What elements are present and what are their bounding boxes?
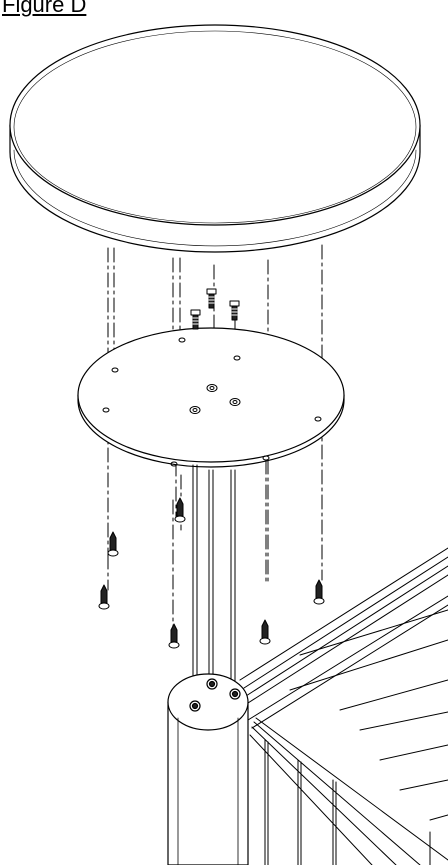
upper-screws bbox=[190, 288, 240, 330]
table-top bbox=[9, 24, 421, 253]
post-top bbox=[167, 673, 249, 731]
screw-upper-3 bbox=[190, 309, 201, 330]
post-holes bbox=[189, 678, 241, 712]
mounting-plate-surface bbox=[77, 327, 345, 463]
screw-upper-1 bbox=[206, 288, 217, 309]
wood-screw-6 bbox=[259, 619, 271, 645]
screw-upper-2 bbox=[229, 300, 240, 321]
lower-screws bbox=[98, 497, 325, 649]
side-rail-assembly bbox=[239, 547, 448, 865]
wood-screw-3 bbox=[98, 584, 110, 610]
plate-holes bbox=[102, 337, 322, 467]
center-guide bbox=[192, 464, 236, 691]
wood-screw-1 bbox=[174, 497, 186, 523]
table-top-surface bbox=[9, 24, 421, 226]
post-body bbox=[167, 701, 249, 865]
mounting-plate bbox=[77, 327, 345, 468]
wood-screw-2 bbox=[107, 531, 119, 557]
wood-screw-5 bbox=[168, 623, 180, 649]
support-post bbox=[167, 673, 249, 865]
figure-title: Figure D bbox=[2, 0, 87, 17]
wood-screw-4 bbox=[313, 579, 325, 605]
